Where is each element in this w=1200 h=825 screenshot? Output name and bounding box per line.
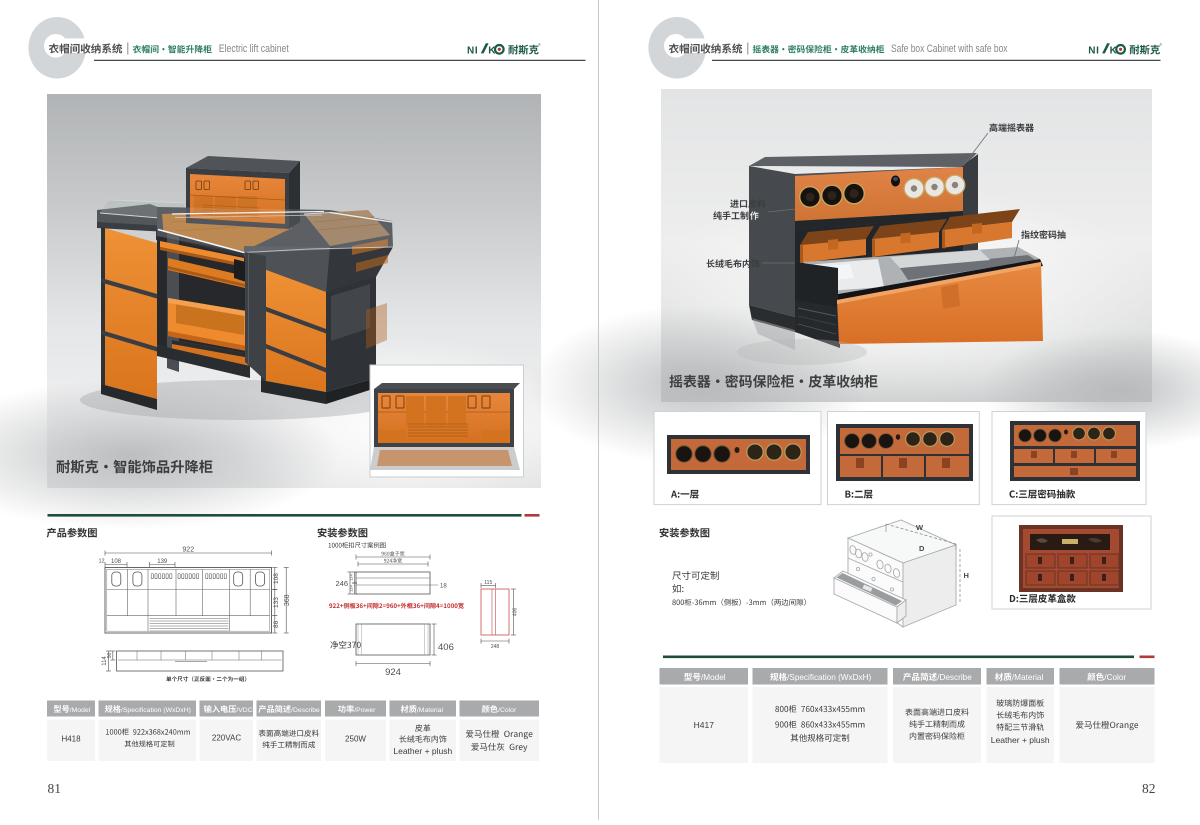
- svg-text:NI: NI: [467, 45, 478, 56]
- svg-text:Leather + plush: Leather + plush: [991, 735, 1050, 745]
- svg-text:D: D: [919, 544, 925, 553]
- svg-text:/Describe: /Describe: [291, 707, 320, 714]
- svg-text:/Describe: /Describe: [937, 673, 972, 682]
- svg-text:114: 114: [349, 585, 354, 592]
- svg-text:Leather + plush: Leather + plush: [393, 746, 452, 756]
- svg-text:H418: H418: [61, 735, 81, 744]
- svg-text:114: 114: [349, 574, 354, 581]
- svg-text:246: 246: [335, 579, 348, 588]
- svg-text:/Specification (WxDxH): /Specification (WxDxH): [787, 673, 871, 682]
- svg-text:K: K: [1110, 45, 1118, 56]
- svg-text:®: ®: [538, 42, 541, 47]
- svg-text:250W: 250W: [345, 735, 366, 744]
- svg-text:/Model: /Model: [70, 707, 91, 714]
- svg-text:/VDC: /VDC: [236, 707, 252, 714]
- svg-text:/Specification (WxDxH): /Specification (WxDxH): [121, 707, 191, 714]
- svg-text:114: 114: [102, 656, 108, 666]
- svg-text:406: 406: [513, 608, 519, 617]
- svg-text:W: W: [916, 523, 924, 532]
- svg-text:108: 108: [273, 573, 280, 584]
- svg-text:406: 406: [438, 642, 454, 653]
- svg-text:248: 248: [491, 644, 500, 650]
- svg-text:Electric lift cabinet: Electric lift cabinet: [219, 43, 289, 55]
- svg-text:H: H: [964, 571, 969, 580]
- svg-text:139: 139: [157, 559, 168, 565]
- svg-text:/Power: /Power: [354, 707, 376, 714]
- svg-text:/Color: /Color: [498, 707, 517, 714]
- svg-text:/Material: /Material: [417, 707, 444, 714]
- svg-text:133: 133: [273, 597, 280, 608]
- svg-text:H417: H417: [694, 720, 715, 730]
- svg-text:12: 12: [98, 559, 104, 565]
- svg-text:NI: NI: [1088, 45, 1099, 56]
- svg-text:/Model: /Model: [701, 673, 726, 682]
- svg-text:81: 81: [48, 781, 62, 796]
- svg-text:50: 50: [107, 653, 113, 659]
- svg-text:18: 18: [440, 584, 447, 590]
- svg-text:/Color: /Color: [1104, 673, 1126, 682]
- svg-text:Safe box Cabinet with safe box: Safe box Cabinet with safe box: [891, 43, 1008, 55]
- svg-text:115: 115: [484, 580, 492, 586]
- svg-text:/Material: /Material: [1012, 673, 1044, 682]
- svg-text:924: 924: [385, 667, 401, 678]
- svg-text:82: 82: [1142, 781, 1156, 796]
- svg-text:922: 922: [182, 547, 194, 554]
- svg-text:108: 108: [111, 559, 122, 565]
- svg-text:220VAC: 220VAC: [212, 734, 241, 743]
- svg-text:368: 368: [284, 594, 291, 606]
- svg-text:®: ®: [1159, 42, 1162, 47]
- svg-text:K: K: [488, 45, 496, 56]
- svg-text:86: 86: [273, 620, 280, 628]
